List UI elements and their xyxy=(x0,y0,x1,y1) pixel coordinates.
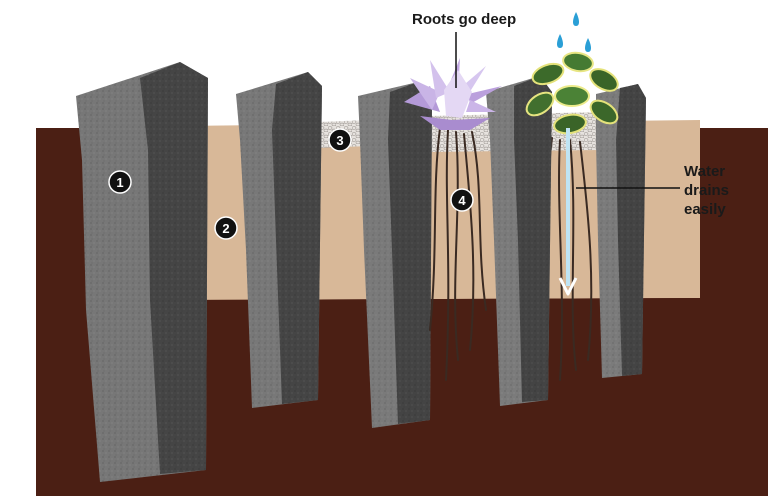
marker-4: 4 xyxy=(450,188,474,212)
svg-text:4: 4 xyxy=(458,193,466,208)
marker-2: 2 xyxy=(214,216,238,240)
stone-post-5 xyxy=(596,84,646,378)
down-arrow-icon xyxy=(558,128,578,296)
stone-post-4 xyxy=(486,76,552,406)
marker-1: 1 xyxy=(108,170,132,194)
stone-post-1 xyxy=(76,62,208,482)
roots-callout: Roots go deep xyxy=(412,11,516,28)
hosta-plant-icon xyxy=(525,51,619,135)
water-drop-icon xyxy=(557,12,591,52)
water-callout-line2: drains xyxy=(684,182,729,199)
stone-post-3 xyxy=(358,82,432,428)
svg-text:2: 2 xyxy=(222,221,229,236)
water-callout-line3: easily xyxy=(684,201,726,218)
water-callout-line1: Water xyxy=(684,163,725,180)
svg-text:1: 1 xyxy=(116,175,123,190)
plant-roots xyxy=(429,127,593,381)
stone-post-2 xyxy=(236,72,322,408)
succulent-plant-icon xyxy=(404,58,502,130)
svg-text:3: 3 xyxy=(336,133,343,148)
marker-3: 3 xyxy=(328,128,352,152)
